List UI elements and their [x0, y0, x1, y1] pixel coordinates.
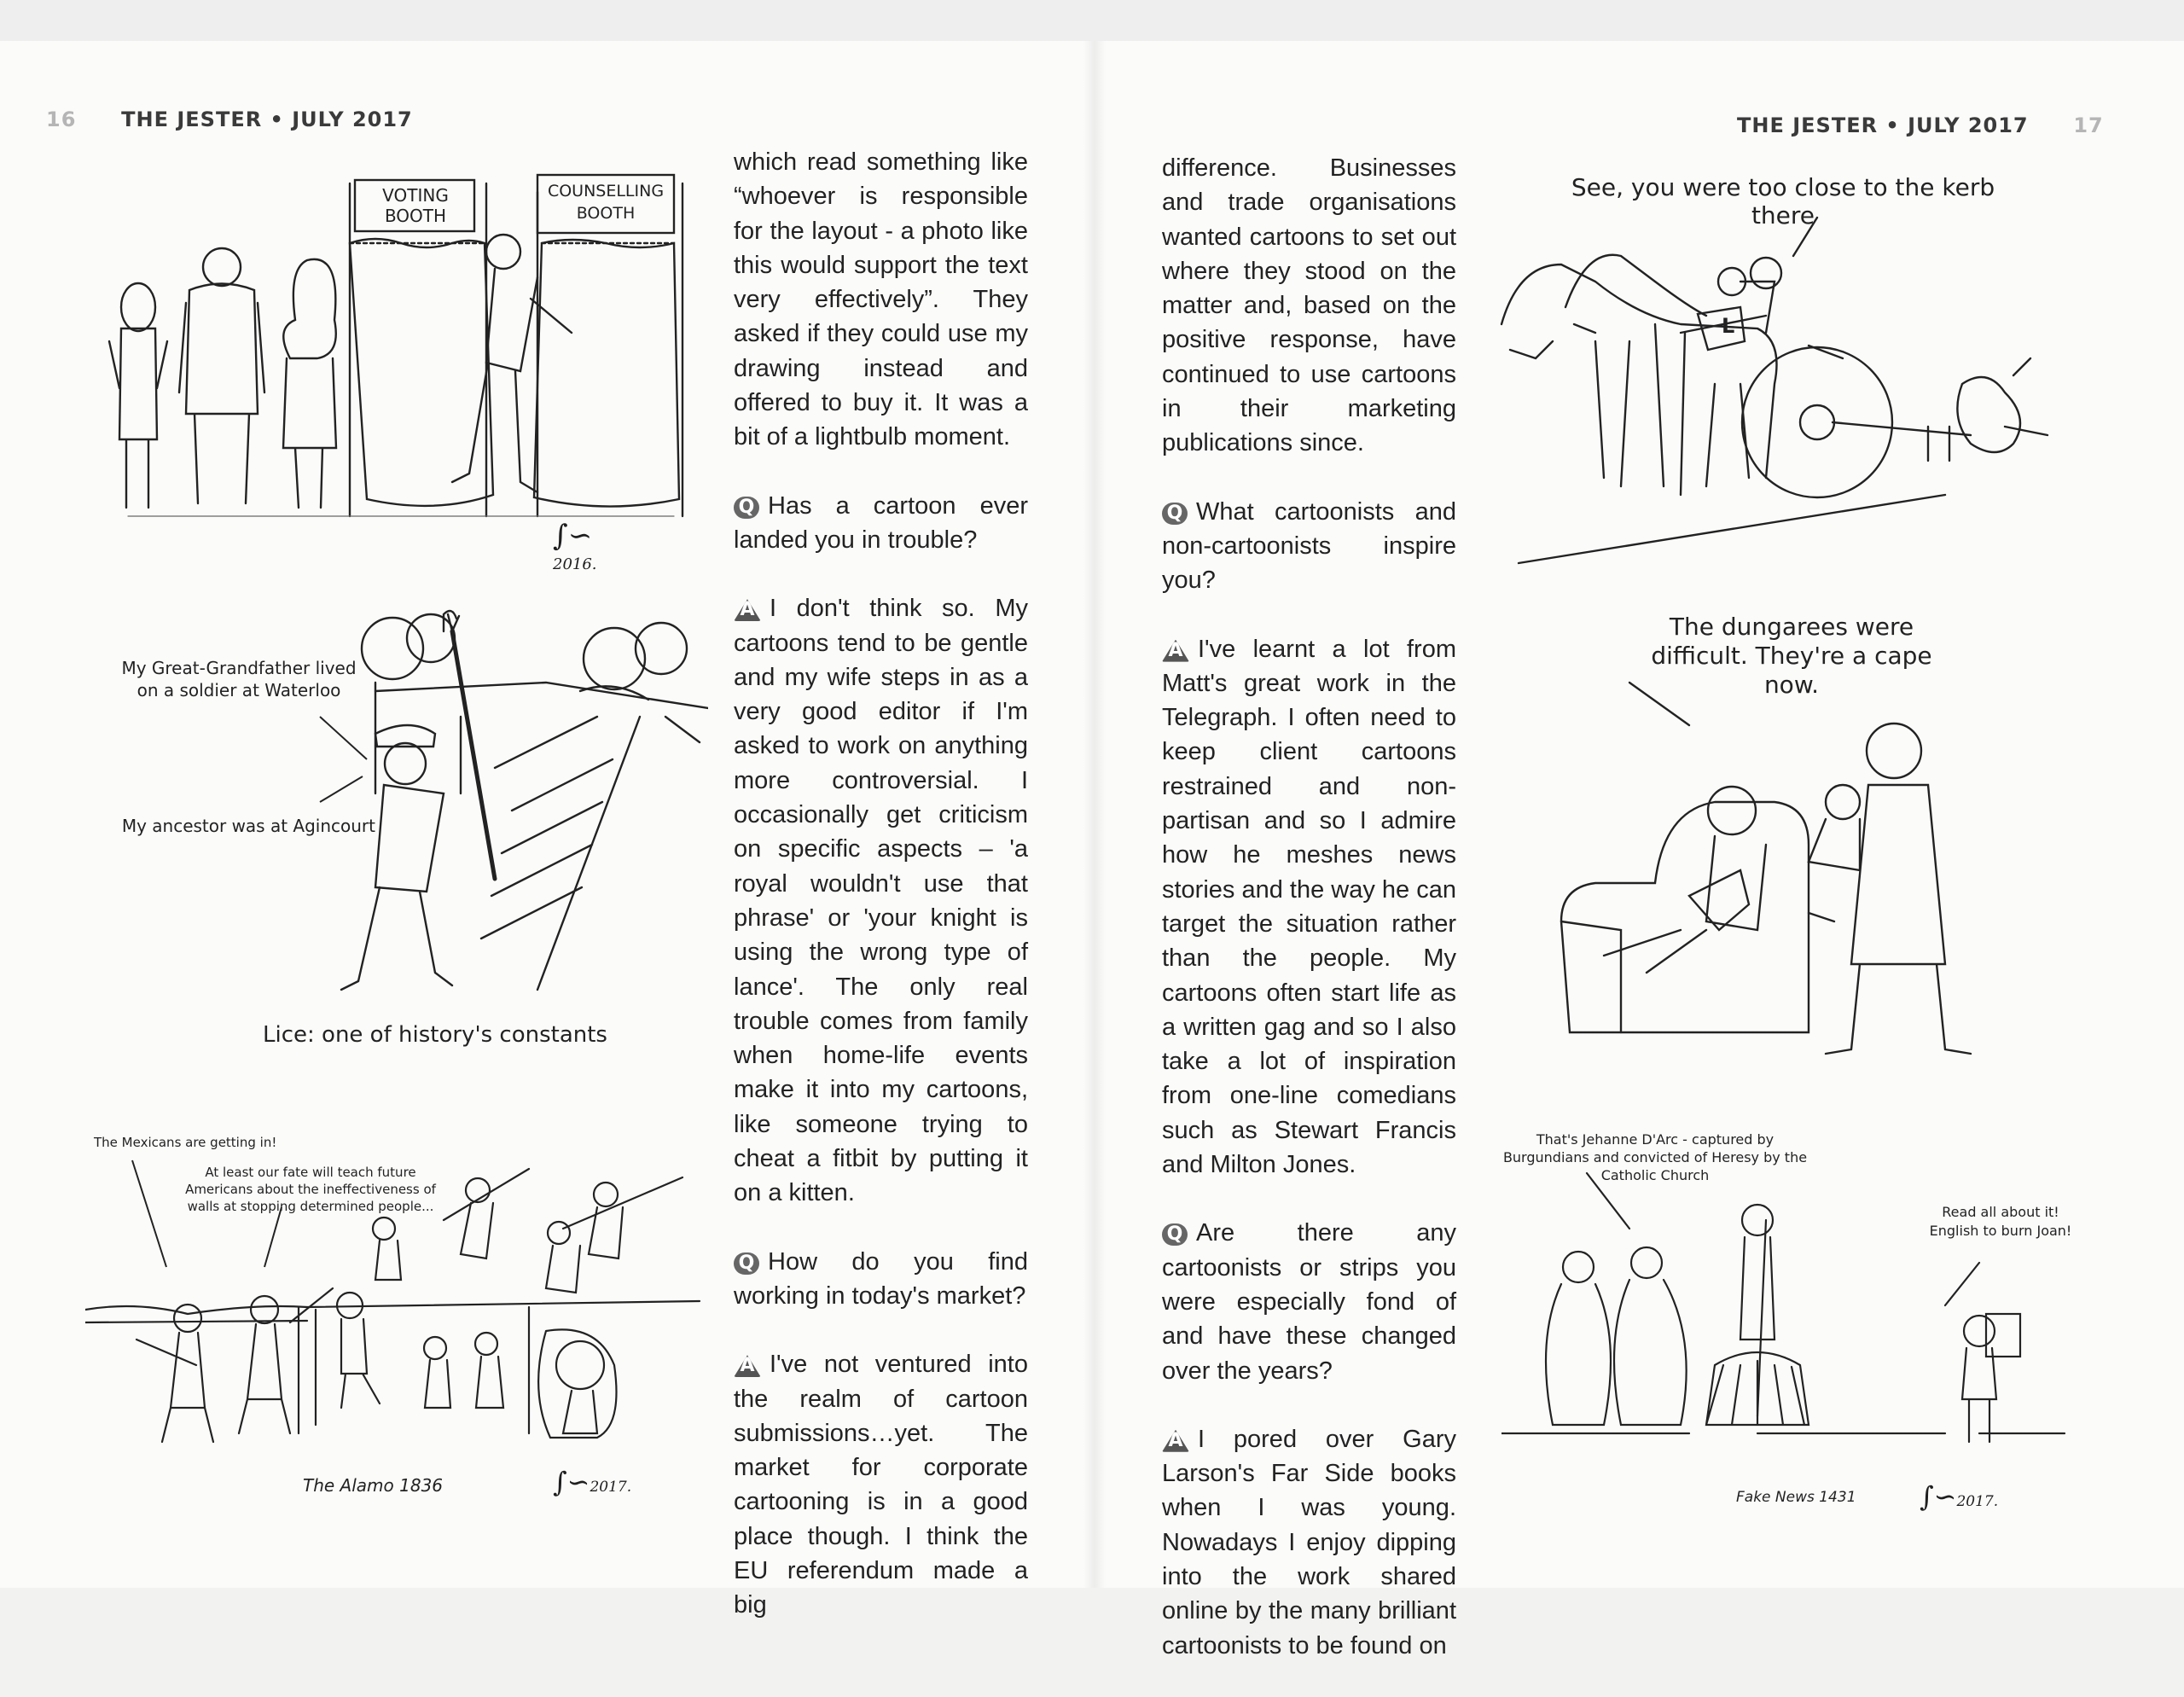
article-column-2: difference. Businesses and trade organis… — [1162, 151, 1456, 1697]
alamo-cartoon — [85, 1152, 708, 1459]
lice-trench-cartoon — [324, 597, 708, 998]
question-mark-icon: Q — [734, 496, 759, 519]
right-page-number: 17 — [2073, 113, 2104, 137]
question-mark-icon: Q — [1162, 502, 1188, 525]
answer-mark-icon: A — [1162, 639, 1189, 662]
joan-caption: Fake News 1431 — [1736, 1489, 1856, 1506]
scan-background — [0, 0, 2184, 41]
question-mark-icon: Q — [734, 1252, 759, 1275]
right-running-head: THE JESTER • JULY 2017 17 — [1737, 113, 2104, 137]
alamo-signature-year: 2017. — [590, 1479, 632, 1496]
answer-mark-icon: A — [734, 599, 761, 622]
lice-pointer-lines — [319, 716, 368, 803]
col2-paragraph-intro: difference. Businesses and trade organis… — [1162, 154, 1456, 457]
joan-bubble-right: Read all about it! English to burn Joan! — [1929, 1204, 2072, 1239]
lice-bubble-top: My Great-Grandfather lived on a soldier … — [121, 658, 357, 700]
left-page-number: 16 — [46, 108, 77, 131]
voting-signature: ∫∽2016. — [553, 519, 597, 573]
joan-cartoon — [1502, 1169, 2082, 1459]
page-gutter — [1083, 41, 1106, 1588]
alamo-bubble-top: The Mexicans are getting in! — [94, 1135, 277, 1150]
question-trouble-text: Has a cartoon ever landed you in trouble… — [734, 491, 1028, 554]
horses-cartoon: L — [1484, 213, 2082, 580]
article-column-1: which read something like “whoever is re… — [734, 145, 1028, 1657]
dungarees-bubble: The dungarees were difficult. They're a … — [1651, 613, 1932, 699]
answer-favourites-text: I pored over Gary Larson's Far Side book… — [1162, 1425, 1456, 1659]
right-page — [1095, 41, 2184, 1588]
magazine-spread: 16 THE JESTER • JULY 2017 THE JESTER • J… — [0, 0, 2184, 1659]
question-inspire-text: What cartoonists and non-cartoonists ins… — [1162, 497, 1456, 595]
joan-signature: ∫∽2017. — [1920, 1480, 1999, 1513]
col1-paragraph-intro: which read something like “whoever is re… — [734, 148, 1028, 451]
left-running-head: 16 THE JESTER • JULY 2017 — [46, 108, 413, 131]
alamo-caption: The Alamo 1836 — [303, 1475, 444, 1496]
voting-booth-cartoon: VOTING BOOTH COUNSELLING BOOTH — [94, 158, 691, 567]
dungarees-cartoon — [1553, 674, 1996, 1058]
right-publication-title: THE JESTER • JULY 2017 — [1737, 113, 2029, 137]
voting-booth-sign: VOTING BOOTH — [382, 185, 449, 226]
left-publication-title: THE JESTER • JULY 2017 — [121, 108, 413, 131]
alamo-pointer-lines — [131, 1159, 282, 1268]
joan-signature-year: 2017. — [1956, 1493, 1999, 1510]
horses-bubble: See, you were too close to the kerb ther… — [1571, 173, 1995, 230]
question-mark-icon: Q — [1162, 1223, 1188, 1247]
learner-plate: L — [1722, 314, 1735, 338]
alamo-signature: ∫∽2017. — [553, 1466, 632, 1498]
voting-signature-year: 2016. — [553, 555, 597, 573]
answer-inspire-text: I've learnt a lot from Matt's great work… — [1162, 635, 1456, 1179]
question-favourites-text: Are there any cartoonists or strips you … — [1162, 1219, 1456, 1385]
answer-market-text: I've not ventured into the realm of cart… — [734, 1351, 1028, 1619]
alamo-bubble-second: At least our fate will teach future Amer… — [185, 1165, 436, 1214]
question-market-text: How do you find working in today's marke… — [734, 1247, 1028, 1310]
answer-trouble-text: I don't think so. My cartoons tend to be… — [734, 595, 1028, 1207]
answer-mark-icon: A — [734, 1355, 761, 1378]
lice-caption: Lice: one of history's constants — [263, 1022, 607, 1048]
answer-mark-icon: A — [1162, 1429, 1189, 1452]
lice-bubble-bottom: My ancestor was at Agincourt — [121, 816, 375, 836]
counselling-booth-sign: COUNSELLING BOOTH — [547, 182, 665, 223]
joan-bubble-left: That's Jehanne D'Arc - captured by Burgu… — [1502, 1131, 1808, 1183]
